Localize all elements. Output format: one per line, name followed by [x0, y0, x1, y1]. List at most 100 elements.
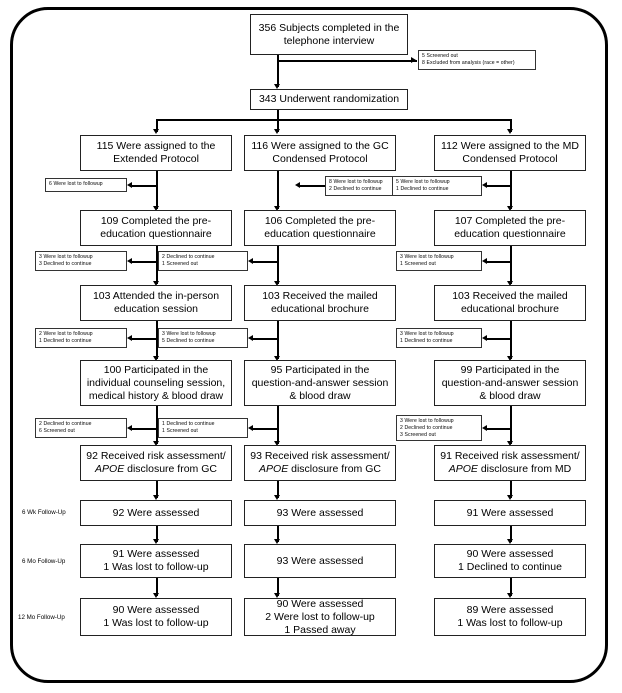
randomization-label: 343 Underwent randomization [258, 93, 400, 105]
loss-gc-3-line-2: 5 Declined to continue [162, 337, 215, 344]
fu-12mo-md-line-1: 89 Were assessed [466, 604, 554, 616]
questionnaire-md-line-1: 107 Completed the pre- [454, 215, 566, 227]
connector-extended-1 [156, 171, 158, 209]
box-loss-extended-3: 2 Were lost to followup 1 Declined to co… [35, 328, 127, 348]
box-questionnaire-gc: 106 Completed the pre- education questio… [244, 210, 396, 246]
loss-gc-4-line-2: 1 Screened out [162, 427, 198, 434]
questionnaire-extended-line-1: 109 Completed the pre- [100, 215, 212, 227]
fu-12mo-gc-line-3: 1 Passed away [284, 623, 356, 636]
loss-md-3-line-1: 3 Were lost to followup [400, 330, 454, 337]
box-disclosure-md: 91 Received risk assessment/ APOE disclo… [434, 445, 586, 481]
arrowhead-arm-md [507, 129, 514, 134]
box-followup-6mo-extended: 91 Were assessed 1 Was lost to follow-up [80, 544, 232, 578]
loss-extended-4-line-1: 2 Declined to continue [39, 420, 92, 427]
box-disclosure-extended: 92 Received risk assessment/ APOE disclo… [80, 445, 232, 481]
disclosure-extended-line-1: 92 Received risk assessment/ [86, 450, 226, 462]
connector-gc-6 [277, 526, 279, 542]
loss-extended-3-line-1: 2 Were lost to followup [39, 330, 93, 337]
connector-extended-3 [156, 321, 158, 359]
loss-extended-4-line-2: 6 Screened out [39, 427, 75, 434]
connector-gc-3 [277, 321, 279, 359]
arrowhead-extended-1 [153, 206, 160, 211]
box-followup-6mo-gc: 93 Were assessed [244, 544, 396, 578]
participation-md-line-1: 99 Participated in the [460, 363, 560, 376]
loss-gc-2-line-1: 2 Declined to continue [162, 253, 215, 260]
arrowhead-gc-6 [274, 539, 281, 544]
disclosure-extended-gene-label: APOE [95, 463, 125, 475]
participation-gc-line-2: question-and-answer session [251, 376, 389, 389]
fu-12mo-md-line-2: 1 Was lost to follow-up [457, 617, 563, 629]
connector-extended-5 [156, 481, 158, 498]
connector-extended-7 [156, 578, 158, 596]
connector-extended-loss-3 [130, 338, 157, 340]
arrowhead-gc-loss-2 [248, 258, 253, 265]
box-assignment-extended: 115 Were assigned to the Extended Protoc… [80, 135, 232, 171]
participation-md-line-3: & blood draw [479, 389, 541, 402]
loss-md-1-line-2: 1 Declined to continue [396, 185, 449, 192]
arrowhead-gc-7 [274, 593, 281, 598]
box-loss-md-1: 5 Were lost to followup 1 Declined to co… [392, 176, 482, 196]
arrowhead-md-loss-4 [482, 425, 487, 432]
questionnaire-gc-line-1: 106 Completed the pre- [264, 215, 376, 227]
participation-gc-line-1: 95 Participated in the [270, 363, 370, 376]
loss-extended-1-line-1: 6 Were lost to followup [49, 180, 103, 187]
connector-md-3 [510, 321, 512, 359]
arrowhead-gc-5 [274, 495, 281, 500]
arrowhead-extended-2 [153, 281, 160, 286]
connector-extended-loss-2 [130, 261, 157, 263]
arrowhead-arm-extended [153, 129, 160, 134]
stage-label-6mo: 6 Mo Follow-Up [22, 558, 66, 565]
connector-md-1 [510, 171, 512, 209]
arrowhead-extended-loss-1 [127, 182, 132, 189]
arrowhead-md-loss-3 [482, 335, 487, 342]
loss-md-4-line-3: 3 Screened out [400, 431, 436, 438]
participation-extended-line-2: individual counseling session, [86, 376, 226, 389]
arrowhead-gc-1 [274, 206, 281, 211]
arrowhead-extended-3 [153, 356, 160, 361]
education-extended-line-1: 103 Attended the in-person [92, 290, 220, 302]
connector-to-exclusion [277, 60, 417, 62]
arrowhead-extended-7 [153, 593, 160, 598]
box-loss-md-4: 3 Were lost to followup 2 Declined to co… [396, 415, 482, 441]
connector-gc-loss-1 [299, 185, 325, 187]
education-md-line-2: educational brochure [460, 303, 560, 315]
connector-gc-1 [277, 171, 279, 209]
disclosure-md-line-2-rest: disclosure from MD [477, 463, 572, 475]
arrowhead-md-6 [507, 539, 514, 544]
connector-extended-loss-1 [130, 185, 157, 187]
questionnaire-gc-line-2: education questionnaire [264, 228, 376, 240]
fu-12mo-extended-line-2: 1 Was lost to follow-up [103, 617, 209, 629]
fu-12mo-gc-line-1: 90 Were assessed [276, 597, 364, 610]
arrowhead-extended-loss-2 [127, 258, 132, 265]
connector-gc-loss-3 [252, 338, 278, 340]
arrowhead-gc-4 [274, 441, 281, 446]
assignment-extended-line-2: Extended Protocol [113, 153, 199, 165]
connector-gc-7 [277, 578, 279, 596]
questionnaire-md-line-2: education questionnaire [454, 228, 566, 240]
disclosure-gc-line-1: 93 Received risk assessment/ [250, 450, 390, 462]
stage-label-12mo: 12 Mo Follow-Up [18, 614, 65, 621]
box-followup-12mo-extended: 90 Were assessed 1 Was lost to follow-up [80, 598, 232, 636]
assignment-gc-line-2: Condensed Protocol [272, 153, 368, 165]
assignment-md-line-2: Condensed Protocol [462, 153, 558, 165]
arrowhead-md-7 [507, 593, 514, 598]
arrowhead-gc-loss-1 [295, 182, 300, 189]
fu-6mo-extended-line-2: 1 Was lost to follow-up [103, 561, 209, 573]
education-md-line-1: 103 Received the mailed [452, 290, 568, 302]
box-randomization: 343 Underwent randomization [250, 89, 408, 110]
box-followup-12mo-md: 89 Were assessed 1 Was lost to follow-up [434, 598, 586, 636]
arrowhead-extended-5 [153, 495, 160, 500]
box-loss-md-2: 3 Were lost to followup 1 Screened out [396, 251, 482, 271]
arrowhead-gc-loss-3 [248, 335, 253, 342]
arrowhead-md-4 [507, 441, 514, 446]
arrowhead-arm-gc [274, 129, 281, 134]
connector-extended-2 [156, 246, 158, 284]
diagram-outer-frame [10, 7, 608, 683]
loss-extended-3-line-2: 1 Declined to continue [39, 337, 92, 344]
connector-md-loss-1 [486, 185, 511, 187]
connector-md-6 [510, 526, 512, 542]
connector-md-loss-3 [486, 338, 511, 340]
loss-gc-3-line-1: 3 Were lost to followup [162, 330, 216, 337]
fu-6mo-gc-line-1: 93 Were assessed [276, 554, 364, 567]
